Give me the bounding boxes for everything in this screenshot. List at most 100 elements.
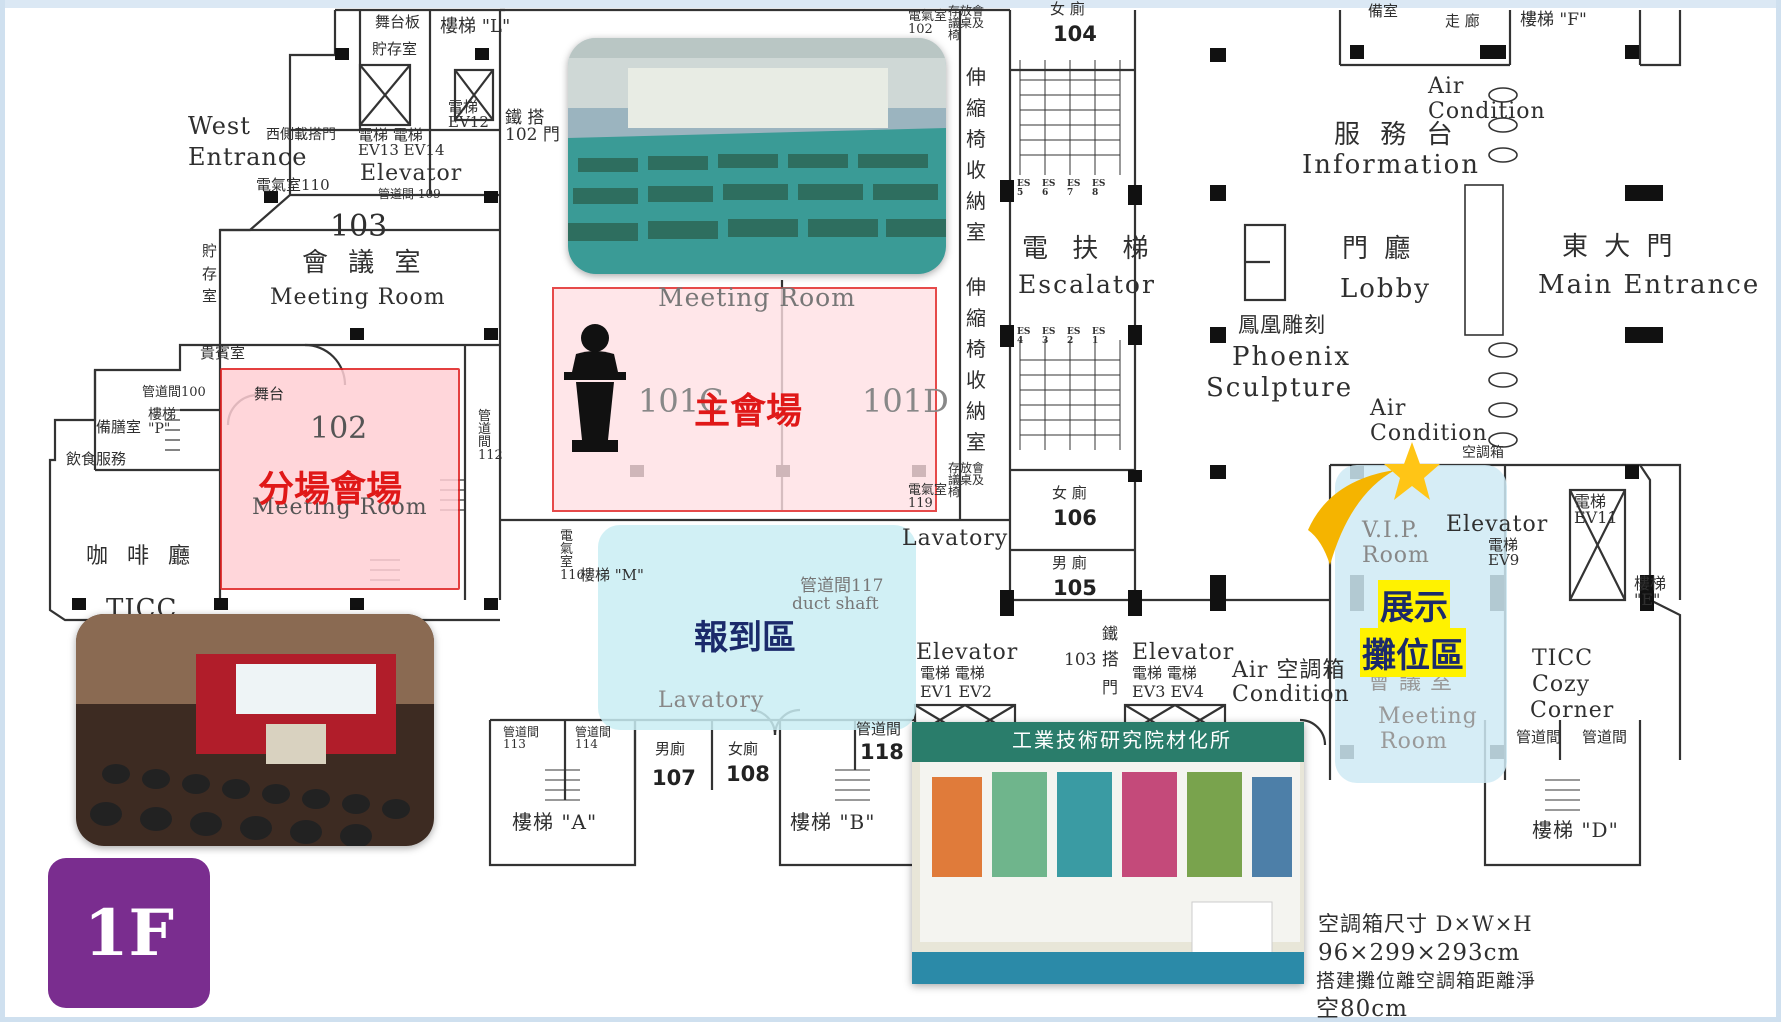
aircon-south-2: Condition bbox=[1232, 682, 1350, 707]
main-hall-label: 主會場 bbox=[694, 391, 803, 432]
vip-room-en-2: Room bbox=[1362, 543, 1430, 568]
stairs-f-label: 樓梯 "F" bbox=[1520, 10, 1587, 30]
aircon-mid-2: Condition bbox=[1370, 421, 1488, 446]
electrical-102-label: 電氣室 102 bbox=[908, 9, 948, 37]
duct-118-label: 管道間 bbox=[856, 720, 902, 738]
womens-108-label: 女廁 bbox=[728, 740, 759, 758]
booth-label-1: 展示 bbox=[1378, 580, 1450, 629]
duct-114-label: 管道間 114 bbox=[575, 725, 612, 751]
electrical-119-label: 電氣室 119 bbox=[908, 483, 948, 511]
es-8: ES 8 bbox=[1092, 179, 1106, 198]
duct-117-label: 管道間117 bbox=[800, 576, 884, 596]
duct-100-label: 管道間100 bbox=[142, 385, 206, 400]
elevator-west-label: Elevator bbox=[360, 161, 463, 186]
ac-spec-value: 空80cm bbox=[1316, 996, 1408, 1022]
room-101c-label: 101C bbox=[638, 382, 724, 420]
num-104: 104 bbox=[1053, 22, 1097, 46]
storage-platform-bottom: 存放會 議桌及 椅 bbox=[948, 461, 985, 499]
elevator-ev12-label: 電梯 EV12 bbox=[448, 98, 489, 131]
catering-label: 飲食服務 bbox=[66, 450, 127, 468]
es-4: ES 4 bbox=[1017, 327, 1031, 346]
num-108: 108 bbox=[726, 762, 770, 786]
ac-spec-dims: 96×299×293cm bbox=[1318, 940, 1521, 966]
right-room-cn: 會 議 室 bbox=[1368, 670, 1453, 695]
aircon-top-2: Condition bbox=[1428, 99, 1546, 124]
west-entrance-label-1: West bbox=[188, 112, 251, 140]
ac-spec-title: 空調箱尺寸 D×W×H bbox=[1318, 912, 1533, 936]
num-107: 107 bbox=[652, 766, 696, 790]
room-101d-label: 101D bbox=[862, 382, 949, 420]
stairs-b-label: 樓梯 "B" bbox=[790, 810, 876, 834]
elevator-ev3-label: Elevator bbox=[1132, 640, 1235, 665]
phoenix-en-2: Sculpture bbox=[1206, 373, 1354, 403]
num-118: 118 bbox=[860, 740, 904, 764]
duct-right-2: 管道間 bbox=[1582, 728, 1628, 746]
stairs-a-label: 樓梯 "A" bbox=[512, 810, 598, 834]
room-103-cn: 會 議 室 bbox=[302, 248, 427, 278]
top-border bbox=[0, 0, 1781, 8]
lobby-en-label: Lobby bbox=[1340, 274, 1431, 304]
escalator-en-label: Escalator bbox=[1018, 270, 1156, 299]
freight-103-label: 103 搭 bbox=[1064, 650, 1119, 670]
west-freight-label: 西側載搭門 bbox=[266, 127, 336, 143]
prep-room-label: 備膳室 bbox=[96, 418, 142, 436]
registration-zone[interactable] bbox=[598, 525, 916, 730]
elevator-ev9-label: Elevator bbox=[1446, 512, 1549, 537]
elevator-ev1-label: Elevator bbox=[916, 640, 1019, 665]
main-hall-zone[interactable] bbox=[552, 287, 937, 512]
stage-label: 舞台 bbox=[254, 385, 285, 403]
es-2: ES 2 bbox=[1067, 327, 1081, 346]
num-105: 105 bbox=[1053, 576, 1097, 600]
phoenix-cn-label: 鳳凰雕刻 bbox=[1238, 313, 1326, 337]
es-5: ES 5 bbox=[1017, 179, 1031, 198]
booth-sign: 工業技術研究院材化所 bbox=[1012, 728, 1232, 752]
cafe-label: 咖 啡 廳 bbox=[86, 544, 196, 569]
door-label: 門 bbox=[1102, 678, 1119, 697]
session-room-zone[interactable] bbox=[220, 368, 460, 590]
ev3-ev4-cn: 電梯 電梯 bbox=[1132, 664, 1197, 682]
cozy-corner-3: Corner bbox=[1530, 698, 1615, 723]
cozy-corner-1: TICC bbox=[1532, 646, 1594, 671]
floor-badge: 1F bbox=[48, 858, 210, 1008]
corridor-label: 走 廊 bbox=[1445, 12, 1480, 30]
electrical-112-label: 管道間 112 bbox=[478, 409, 503, 463]
info-en-label: Information bbox=[1302, 150, 1481, 180]
mens-107-label: 男廁 bbox=[655, 740, 686, 758]
booth-label-2: 攤位區 bbox=[1360, 628, 1466, 677]
duct-109-label: 管道間 109 bbox=[378, 187, 441, 201]
vip-room-en-1: V.I.P. bbox=[1362, 518, 1421, 543]
lobby-cn-label: 門 廳 bbox=[1342, 234, 1415, 264]
womens-104-label: 女 廁 bbox=[1050, 0, 1085, 18]
es-6: ES 6 bbox=[1042, 179, 1056, 198]
ev3-ev4-en: EV3 EV4 bbox=[1132, 682, 1204, 701]
electrical-110-label: 電氣室110 bbox=[256, 176, 330, 194]
storage-short-label: 備室 bbox=[1368, 2, 1399, 20]
num-106: 106 bbox=[1053, 506, 1097, 530]
stage-storage-label: 舞台板 bbox=[375, 13, 421, 31]
right-room-en-1: Meeting bbox=[1378, 704, 1478, 729]
ev9-label: 電梯 EV9 bbox=[1488, 536, 1520, 569]
storage-room-label: 貯存室 bbox=[372, 40, 418, 58]
escalator-cn-label: 電 扶 梯 bbox=[1022, 234, 1157, 264]
speaker-podium-icon bbox=[564, 324, 626, 452]
room-102-en: Meeting Room bbox=[252, 495, 428, 520]
duct-shaft-label: duct shaft bbox=[792, 594, 879, 614]
phoenix-en-1: Phoenix bbox=[1232, 342, 1352, 372]
stairs-m-label: 樓梯 "M" bbox=[580, 566, 644, 584]
es-7: ES 7 bbox=[1067, 179, 1081, 198]
ev1-ev2-cn: 電梯 電梯 bbox=[920, 664, 985, 682]
main-hall-photo bbox=[568, 38, 946, 274]
ev13-ev14-label: 電梯 電梯 EV13 EV14 bbox=[358, 126, 445, 159]
ev11-label: 電梯 EV11 bbox=[1574, 492, 1618, 527]
stairs-d-label: 樓梯 "D" bbox=[1532, 818, 1619, 842]
womens-106-label: 女 廁 bbox=[1052, 484, 1087, 502]
storage-platform-top: 存放會 議桌及 椅 bbox=[948, 4, 985, 42]
registration-label: 報到區 bbox=[694, 618, 796, 658]
duct-right-1: 管道間 bbox=[1516, 728, 1562, 746]
cozy-corner-2: Cozy bbox=[1532, 672, 1591, 697]
stairs-p-label: 樓梯 "P" bbox=[148, 407, 176, 437]
iron-label: 鐵 bbox=[1102, 624, 1119, 643]
mens-105-label: 男 廁 bbox=[1052, 554, 1087, 572]
duct-113-label: 管道間 113 bbox=[503, 725, 540, 751]
